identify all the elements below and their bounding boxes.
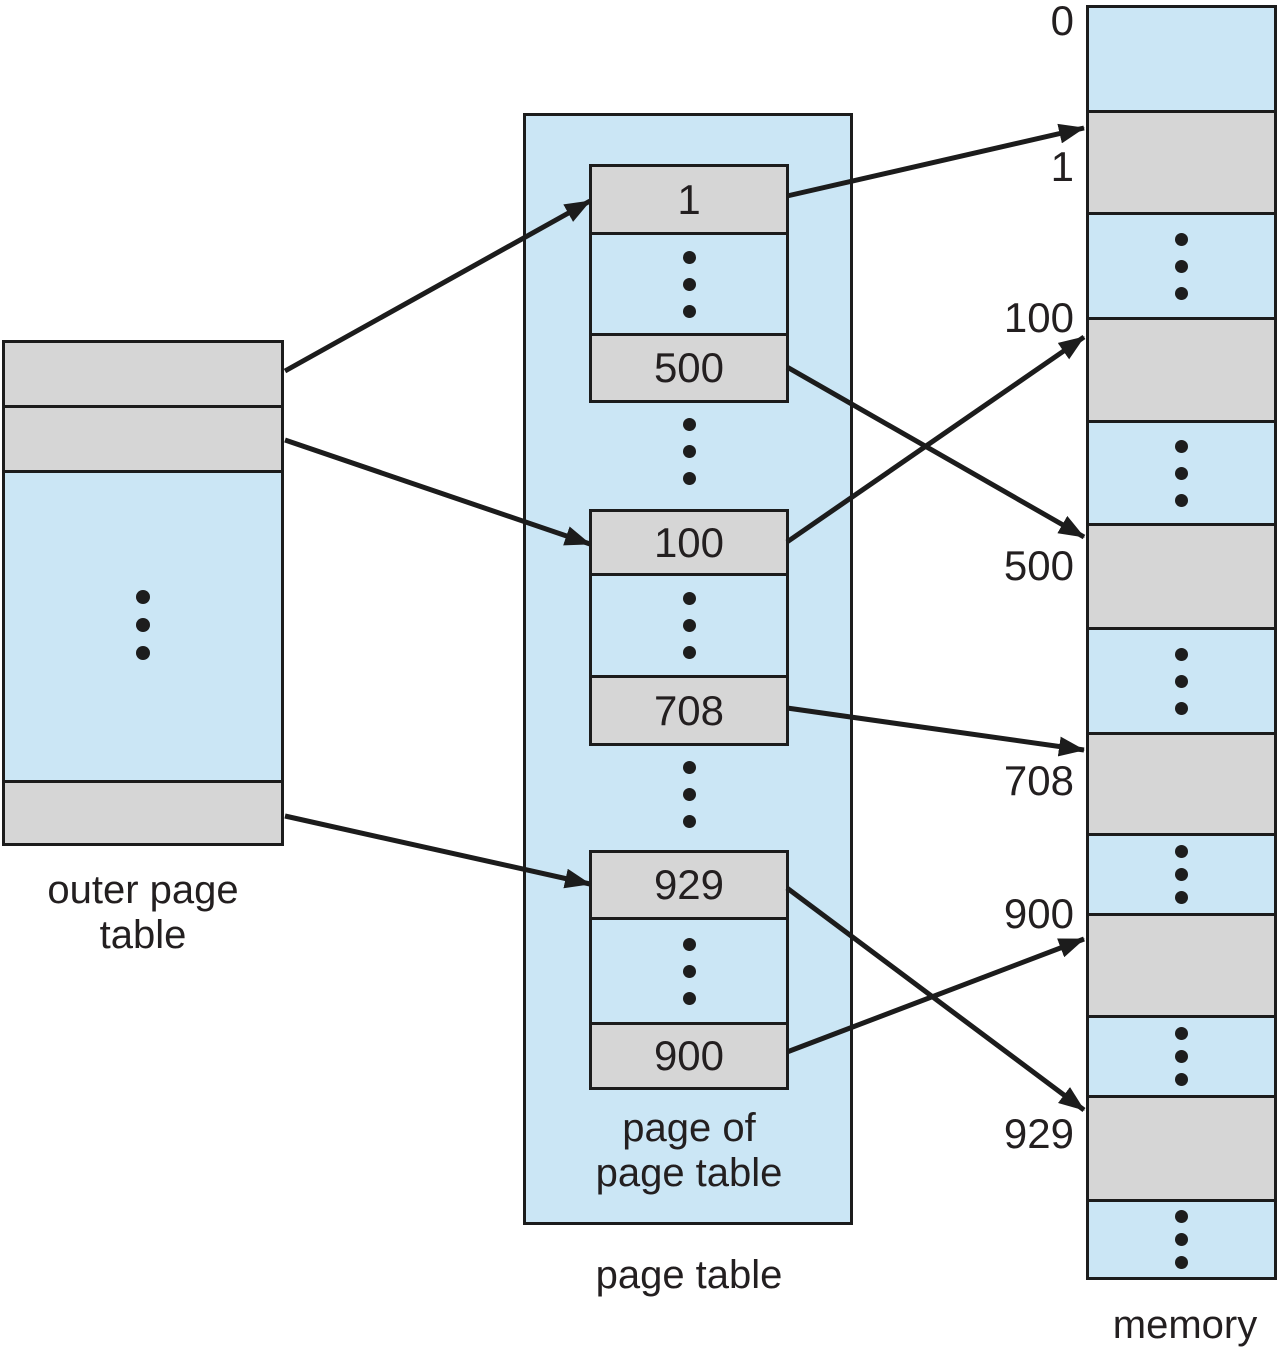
page-table-box: 1 500 100 708 929	[523, 113, 853, 1225]
page-of-page-table-caption: page of page table	[549, 1106, 829, 1196]
memory-frame-708	[1089, 735, 1274, 836]
page-table-entry: 500	[592, 336, 786, 400]
frame-label-900: 900	[1003, 890, 1074, 937]
page-table-segment-middle: 100 708	[589, 509, 789, 746]
memory-caption: memory	[1112, 1303, 1258, 1347]
outer-page-table-entry-1	[5, 343, 281, 408]
ellipsis-dots	[682, 592, 696, 659]
outer-page-table-entry-2	[5, 408, 281, 473]
ellipsis-dots	[683, 761, 696, 828]
ellipsis-dots	[1175, 647, 1188, 715]
page-table-entry: 708	[592, 678, 786, 743]
page-table-entry: 100	[592, 512, 786, 576]
memory-frame-500	[1089, 526, 1274, 630]
page-table-dots-row	[592, 235, 786, 336]
frame-label-0: 0	[1050, 0, 1074, 44]
ellipsis-dots	[682, 250, 696, 318]
memory-dots-row	[1089, 836, 1274, 916]
page-table-segment-top: 1 500	[589, 164, 789, 403]
ellipsis-dots	[136, 590, 150, 660]
memory-dots-row	[1089, 1202, 1274, 1277]
memory-frame-100	[1089, 320, 1274, 423]
memory-frame-1	[1089, 113, 1274, 215]
outer-page-table	[2, 340, 284, 846]
outer-page-table-caption: outer page table	[13, 868, 273, 958]
outer-caption-line1: outer page	[47, 868, 239, 912]
memory-dots-row	[1089, 215, 1274, 320]
inner-caption-line1: page of	[622, 1106, 756, 1150]
memory-frame-900	[1089, 916, 1274, 1018]
ellipsis-dots	[682, 937, 696, 1005]
page-table-segment-bottom: 929 900	[589, 850, 789, 1090]
page-table-entry: 929	[592, 853, 786, 920]
memory-dots-row	[1089, 1018, 1274, 1098]
ellipsis-dots	[683, 418, 696, 485]
memory-frame-0	[1089, 8, 1274, 113]
ellipsis-dots	[1175, 439, 1188, 507]
page-table-dots-row	[592, 576, 786, 678]
page-table-dots-row	[592, 920, 786, 1025]
frame-label-708: 708	[1003, 757, 1074, 804]
page-table-entry: 900	[592, 1025, 786, 1087]
memory-frame-929	[1089, 1098, 1274, 1202]
ellipsis-dots	[1175, 1027, 1188, 1086]
inner-caption-line2: page table	[595, 1151, 783, 1195]
outer-page-table-entry-last	[5, 780, 281, 843]
memory-column	[1086, 5, 1277, 1280]
ellipsis-dots	[1175, 1210, 1188, 1269]
frame-label-1: 1	[1050, 143, 1074, 190]
page-table-caption: page table	[595, 1253, 783, 1297]
frame-label-929: 929	[1003, 1110, 1074, 1157]
memory-dots-row	[1089, 630, 1274, 735]
ellipsis-dots	[1175, 845, 1188, 904]
frame-label-100: 100	[1003, 294, 1074, 341]
frame-label-500: 500	[1003, 542, 1074, 589]
page-table-entry: 1	[592, 167, 786, 235]
ellipsis-dots	[1175, 232, 1188, 300]
memory-dots-row	[1089, 423, 1274, 526]
outer-caption-line2: table	[99, 913, 187, 957]
